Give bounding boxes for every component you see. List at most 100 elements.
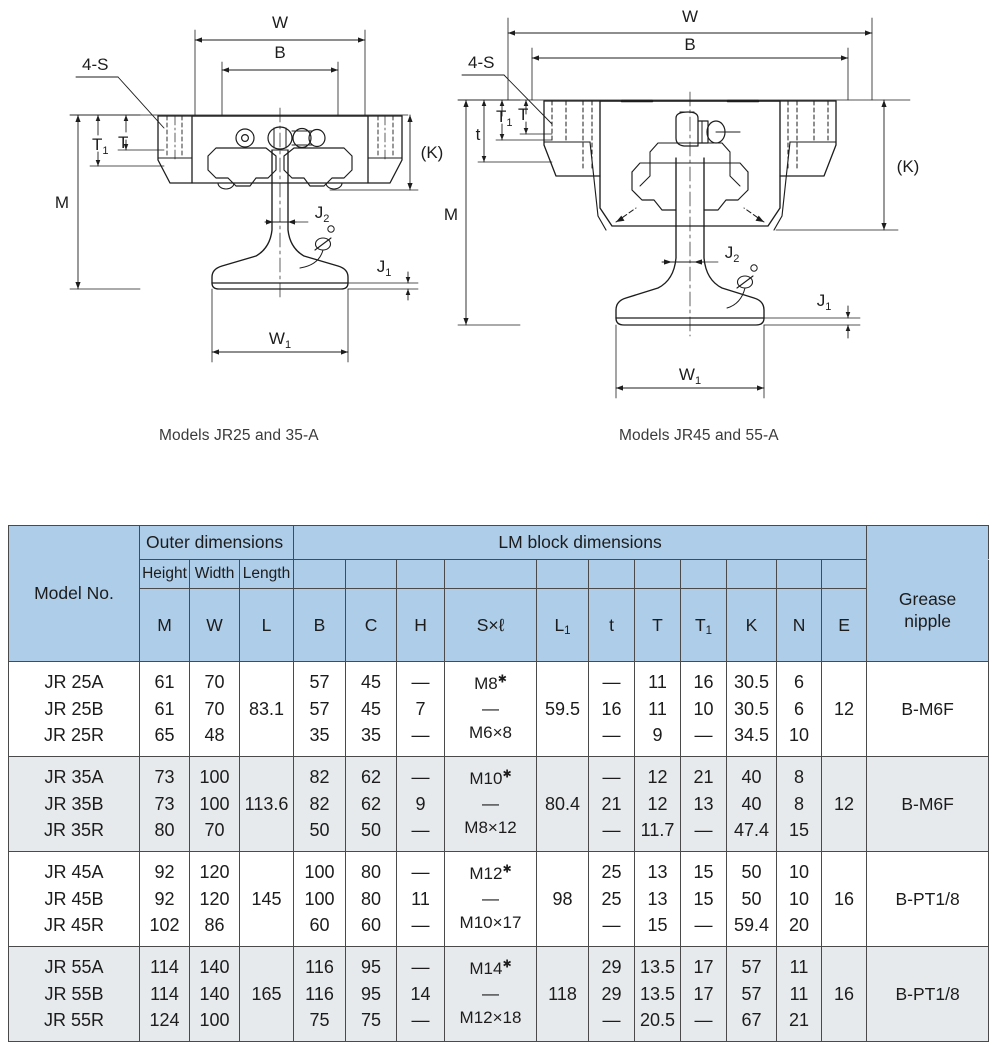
specification-table-container: Model No. Outer dimensions LM block dime… xyxy=(8,525,990,1042)
cross-section-drawing-jr25-35a: W B 4-S xyxy=(55,13,444,363)
cell-value: 13.5 xyxy=(639,957,676,978)
cell-value: 10 xyxy=(789,725,810,746)
dim-label-K: (K) xyxy=(421,143,444,162)
cell-value: 6 xyxy=(794,672,805,693)
cell-value: — xyxy=(411,1010,430,1031)
header-sym-Sxl: S×ℓ xyxy=(444,588,538,662)
cell-value: 59.4 xyxy=(733,915,770,936)
cell-value: — xyxy=(411,820,430,841)
cell-value: — xyxy=(694,1010,713,1031)
dim-label-T: T xyxy=(118,133,128,152)
model-name: JR 45B xyxy=(44,888,104,909)
cell-value: M6×8 xyxy=(469,723,513,743)
dim-label-J2: J2 xyxy=(725,243,740,265)
cell-value: — xyxy=(602,725,621,746)
cell-value: 6 xyxy=(794,698,805,719)
dim-label-K: (K) xyxy=(897,157,920,176)
cell-value: — xyxy=(411,672,430,693)
cell-H: —7— xyxy=(396,661,446,757)
cell-value: 95 xyxy=(361,983,382,1004)
cell-length-L: 113.6 xyxy=(238,756,295,852)
cell-value: 61 xyxy=(154,698,175,719)
cell-value: 11 xyxy=(789,957,809,978)
cell-value: 30.5 xyxy=(733,672,770,693)
cell-value: M8×12 xyxy=(464,818,517,838)
cell-Sxl: M10✱—M8×12 xyxy=(444,756,538,852)
header-sym-B: B xyxy=(293,588,347,662)
cell-value: 10 xyxy=(789,862,810,883)
cell-value: M8✱ xyxy=(474,672,507,693)
cell-grease-nipple: B-PT1/8 xyxy=(866,851,990,947)
cell-value: 73 xyxy=(154,767,175,788)
cell-value: 20 xyxy=(789,915,810,936)
cell-value: 13.5 xyxy=(639,983,676,1004)
cell-grease-nipple: B-M6F xyxy=(866,661,990,757)
header-word-row: Height Width Length Grease nipple xyxy=(9,559,990,662)
figure-caption-left: Models JR25 and 35-A xyxy=(159,427,319,444)
header-sym-E: E xyxy=(821,588,868,662)
cell-value: M10✱ xyxy=(469,767,512,788)
cell-value: 102 xyxy=(149,915,180,936)
header-sym-M: M xyxy=(139,588,190,662)
cell-value: 82 xyxy=(309,767,330,788)
cell-value: — xyxy=(411,915,430,936)
cell-L1: 80.4 xyxy=(536,756,590,852)
cell-value: 15 xyxy=(693,888,714,909)
cell-value: 57 xyxy=(741,957,762,978)
cell-value: 50 xyxy=(741,862,762,883)
cell-value: 95 xyxy=(361,957,382,978)
header-sym-N: N xyxy=(776,588,823,662)
cell-value: 114 xyxy=(150,957,179,978)
header-word-N xyxy=(776,559,823,589)
header-sym-K: K xyxy=(726,588,778,662)
specification-table: Model No. Outer dimensions LM block dime… xyxy=(8,525,990,1042)
cell-E: 12 xyxy=(821,756,868,852)
cell-value: 9 xyxy=(415,793,426,814)
cell-value: 12 xyxy=(647,793,668,814)
model-name: JR 55A xyxy=(44,957,104,978)
cell-value: — xyxy=(602,672,621,693)
model-name: JR 45R xyxy=(43,915,105,936)
cell-L1: 98 xyxy=(536,851,590,947)
cell-value: 11 xyxy=(648,672,667,693)
dim-label-T1: T1 xyxy=(92,135,109,157)
cell-value: 29 xyxy=(601,983,622,1004)
cell-value: — xyxy=(482,698,500,718)
cell-value: 61 xyxy=(154,672,175,693)
header-word-H xyxy=(396,559,446,589)
cell-value: 21 xyxy=(693,767,714,788)
cell-value: 40 xyxy=(741,767,762,788)
header-sym-H: H xyxy=(396,588,446,662)
header-sym-C: C xyxy=(345,588,398,662)
grease-nipple-line2: nipple xyxy=(904,610,951,631)
cell-value: 30.5 xyxy=(733,698,770,719)
cell-E: 16 xyxy=(821,946,868,1042)
header-group-lm-block-dimensions: LM block dimensions xyxy=(293,525,868,560)
cell-value: 12 xyxy=(647,767,668,788)
dim-label-W: W xyxy=(272,13,288,32)
cell-value: — xyxy=(482,888,500,908)
header-symbol-row: M W L B C H S×ℓ L1 t T T1 K N E xyxy=(9,588,989,662)
dim-label-B: B xyxy=(684,35,695,54)
cell-value: M12✱ xyxy=(469,862,512,883)
cell-value: 100 xyxy=(199,767,230,788)
cell-value: 57 xyxy=(309,698,330,719)
cell-value: 15 xyxy=(693,862,714,883)
cell-value: 92 xyxy=(154,862,175,883)
cell-value: 120 xyxy=(199,888,230,909)
cell-value: — xyxy=(482,983,500,1003)
model-name: JR 35R xyxy=(43,820,105,841)
cell-value: 65 xyxy=(154,725,175,746)
